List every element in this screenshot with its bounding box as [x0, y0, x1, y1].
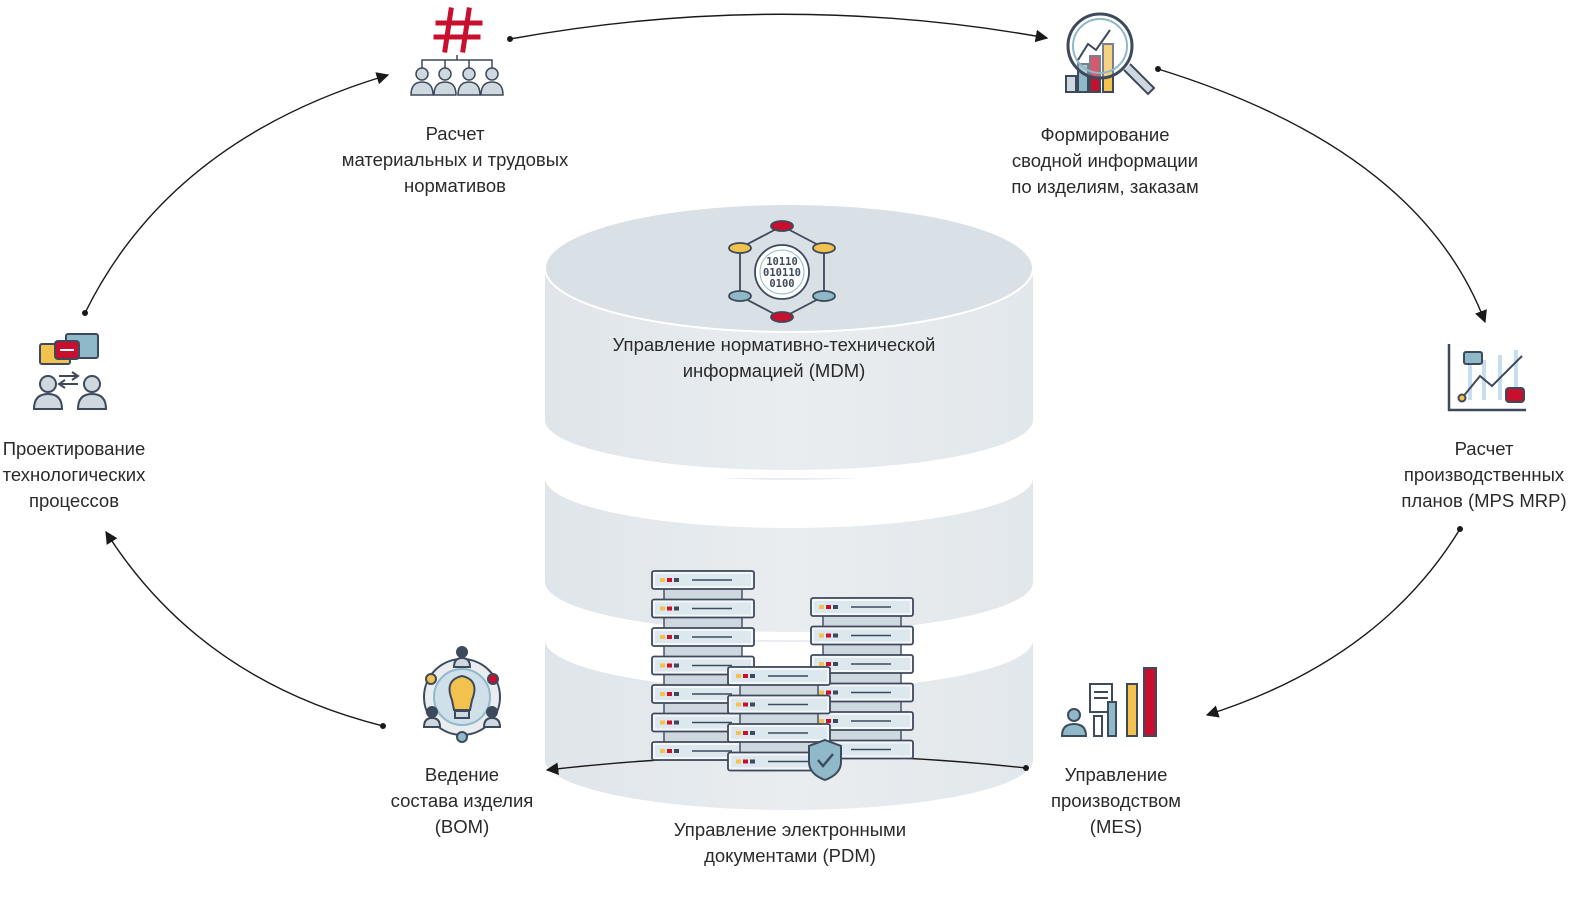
- server-unit: [651, 570, 755, 590]
- binary-line-3: 0100: [769, 278, 794, 290]
- binary-line-1: 10110: [766, 256, 798, 268]
- shield-check-icon: [808, 738, 842, 782]
- server-unit: [727, 751, 831, 772]
- binary-line-2: 010110: [763, 267, 801, 279]
- arrow-process-to-norms: [84, 72, 390, 314]
- server-unit: [810, 654, 914, 674]
- server-unit: [651, 598, 755, 619]
- arrow-norms-to-summary: [509, 13, 1049, 43]
- arrow-plans-to-mes: [1205, 528, 1461, 718]
- server-unit: [810, 682, 914, 703]
- people-chat-icon: [32, 333, 108, 410]
- binary-network-icon: 10110 010110 0100: [728, 220, 836, 323]
- server-rack-frame: [822, 597, 902, 760]
- server-unit: [651, 627, 755, 647]
- person-bar-chart-icon: [1060, 667, 1157, 737]
- arrow-summary-to-plans: [1157, 68, 1487, 324]
- hashtag-team-icon: [410, 7, 504, 96]
- server-unit: [727, 694, 831, 715]
- server-racks-shield-icon: [651, 570, 914, 772]
- arrow-origin-dots: [82, 36, 1463, 771]
- line-chart-icon: [1447, 344, 1526, 412]
- database-cylinder: [544, 203, 1034, 810]
- server-unit: [727, 723, 831, 743]
- lightbulb-network-icon: [422, 646, 502, 743]
- server-unit: [810, 597, 914, 617]
- arrow-bom-to-process: [105, 530, 384, 727]
- magnifier-chart-icon: [1065, 12, 1156, 96]
- server-unit: [810, 711, 914, 731]
- server-unit: [727, 666, 831, 686]
- server-unit: [810, 625, 914, 646]
